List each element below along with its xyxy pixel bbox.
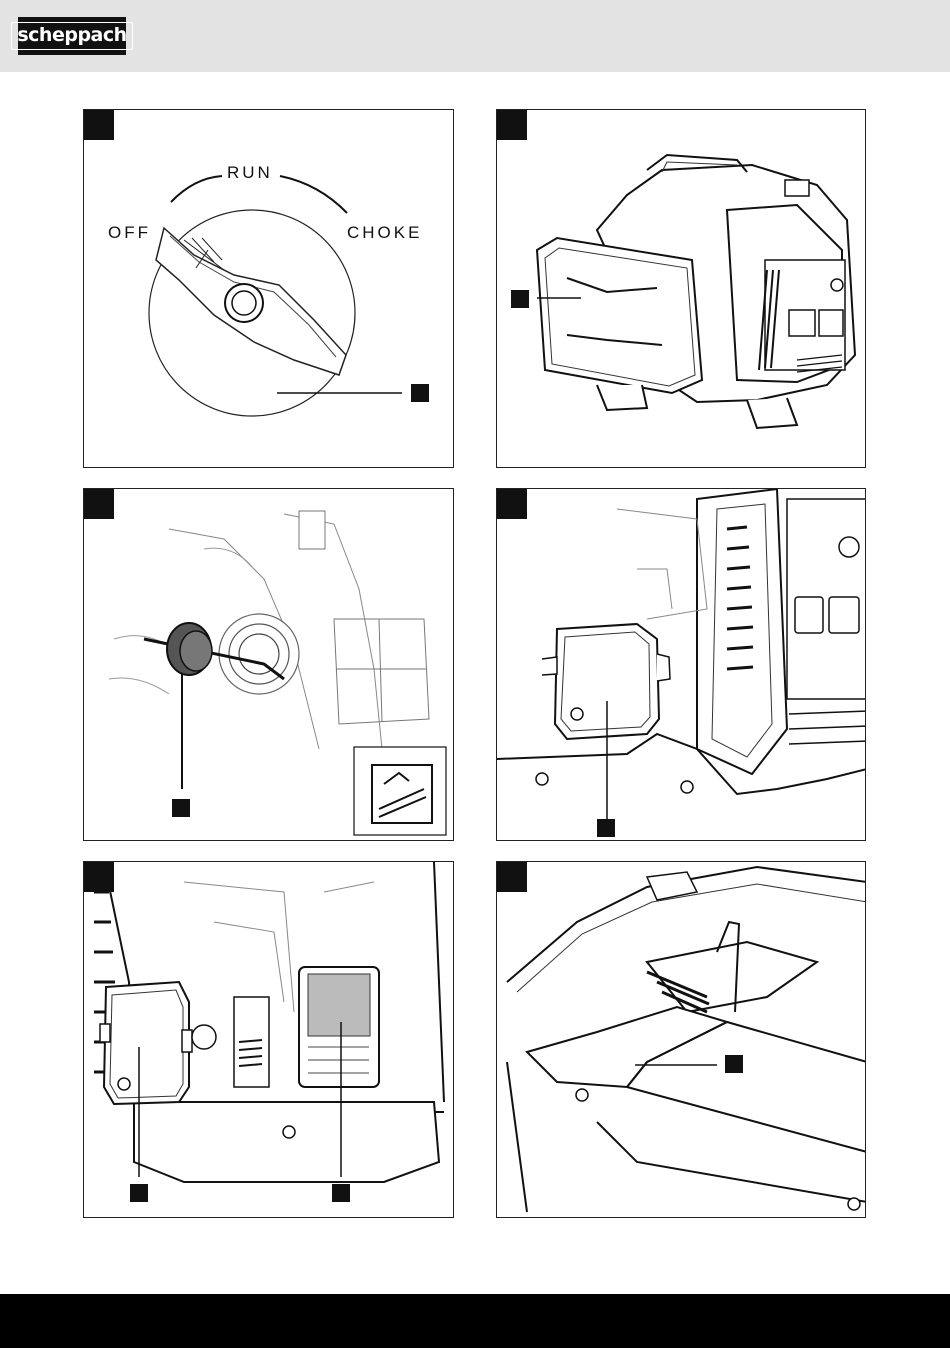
brand-logo-text: scheppach [11, 22, 132, 50]
figure-3-number [84, 489, 114, 519]
figure-1-panel: RUN OFF CHOKE [83, 109, 454, 468]
figure-2-panel [496, 109, 866, 468]
figure-6-callout [725, 1055, 743, 1073]
figure-2-number [497, 110, 527, 140]
figure-1-callout [411, 384, 429, 402]
figure-2-illustration [497, 110, 866, 468]
figure-5-callout-a [130, 1184, 148, 1202]
figure-5-panel [83, 861, 454, 1218]
figure-4-number [497, 489, 527, 519]
figure-4-callout [597, 819, 615, 837]
figure-4-illustration [497, 489, 866, 841]
label-choke: CHOKE [347, 223, 422, 243]
brand-logo: scheppach [18, 17, 126, 55]
label-run: RUN [227, 163, 273, 183]
label-off: OFF [108, 223, 151, 243]
figure-6-illustration [497, 862, 866, 1218]
figure-2-callout [511, 290, 529, 308]
figure-3-illustration [84, 489, 454, 841]
figure-3-callout [172, 799, 190, 817]
figure-5-callout-b [332, 1184, 350, 1202]
page-header: scheppach [0, 0, 950, 72]
figure-6-number [497, 862, 527, 892]
figure-5-number [84, 862, 114, 892]
figure-3-panel [83, 488, 454, 841]
page-footer-bar [0, 1294, 950, 1348]
figure-1-number [84, 110, 114, 140]
figure-4-panel [496, 488, 866, 841]
figure-5-illustration [84, 862, 454, 1218]
figure-6-panel [496, 861, 866, 1218]
